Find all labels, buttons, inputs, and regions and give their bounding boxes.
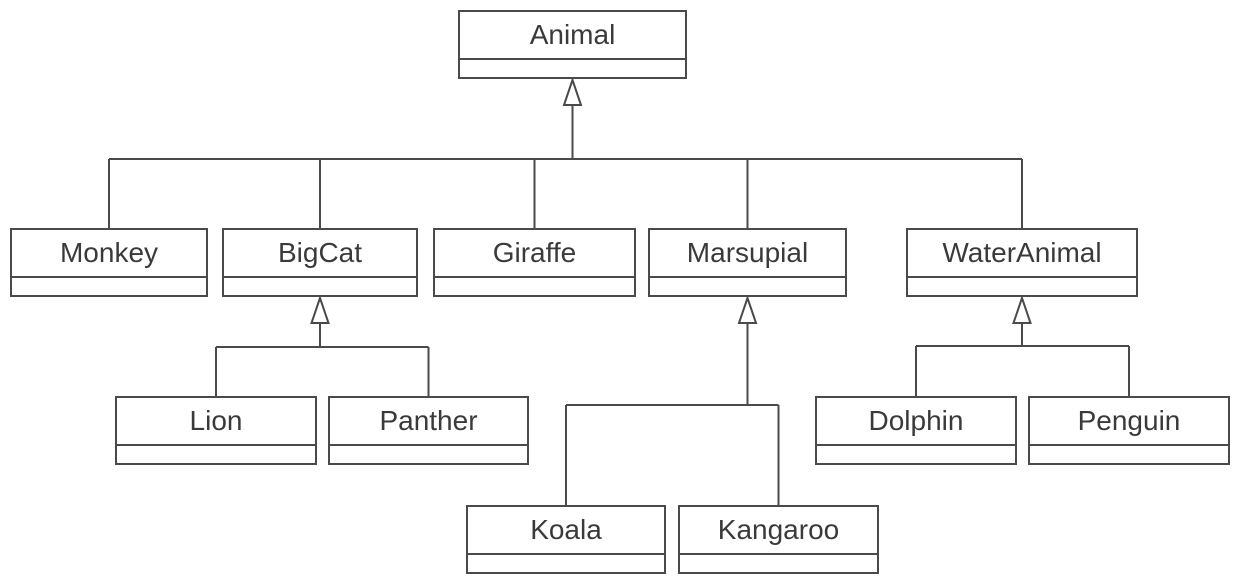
class-marsupial-attributes: [650, 278, 845, 295]
class-koala-attributes: [468, 555, 664, 572]
class-animal[interactable]: Animal: [458, 10, 687, 79]
class-monkey[interactable]: Monkey: [10, 228, 208, 297]
edge-line: [215, 323, 430, 396]
generalization-edge-to-wateranimal: [915, 294, 1130, 396]
class-wateranimal-attributes: [908, 278, 1136, 295]
class-koala-name: Koala: [468, 507, 664, 555]
class-giraffe-attributes: [435, 278, 634, 295]
hollow-triangle-arrowhead: [737, 294, 758, 324]
class-kangaroo[interactable]: Kangaroo: [678, 505, 879, 574]
class-penguin[interactable]: Penguin: [1028, 396, 1230, 465]
class-wateranimal-name: WaterAnimal: [908, 230, 1136, 278]
class-giraffe[interactable]: Giraffe: [433, 228, 636, 297]
generalization-edge-to-bigcat: [215, 294, 430, 396]
class-marsupial[interactable]: Marsupial: [648, 228, 847, 297]
class-penguin-attributes: [1030, 446, 1228, 463]
class-wateranimal[interactable]: WaterAnimal: [906, 228, 1138, 297]
class-monkey-attributes: [12, 278, 206, 295]
class-monkey-name: Monkey: [12, 230, 206, 278]
class-panther[interactable]: Panther: [328, 396, 529, 465]
class-dolphin-name: Dolphin: [817, 398, 1015, 446]
generalization-edge-to-marsupial: [565, 294, 780, 505]
class-lion[interactable]: Lion: [115, 396, 317, 465]
class-marsupial-name: Marsupial: [650, 230, 845, 278]
edge-line: [915, 323, 1130, 396]
class-panther-name: Panther: [330, 398, 527, 446]
hollow-triangle-arrowhead: [310, 294, 330, 324]
class-bigcat[interactable]: BigCat: [222, 228, 418, 297]
class-giraffe-name: Giraffe: [435, 230, 634, 278]
class-bigcat-attributes: [224, 278, 416, 295]
class-lion-attributes: [117, 446, 315, 463]
class-animal-attributes: [460, 60, 685, 77]
class-dolphin-attributes: [817, 446, 1015, 463]
class-kangaroo-attributes: [680, 555, 877, 572]
class-animal-name: Animal: [460, 12, 685, 60]
edge-line: [565, 323, 780, 505]
class-koala[interactable]: Koala: [466, 505, 666, 574]
generalization-edge-to-animal: [108, 76, 1023, 228]
class-lion-name: Lion: [117, 398, 315, 446]
class-kangaroo-name: Kangaroo: [680, 507, 877, 555]
class-panther-attributes: [330, 446, 527, 463]
class-bigcat-name: BigCat: [224, 230, 416, 278]
hollow-triangle-arrowhead: [1012, 294, 1032, 324]
class-penguin-name: Penguin: [1030, 398, 1228, 446]
hollow-triangle-arrowhead: [562, 76, 583, 106]
edge-line: [108, 105, 1023, 228]
class-dolphin[interactable]: Dolphin: [815, 396, 1017, 465]
